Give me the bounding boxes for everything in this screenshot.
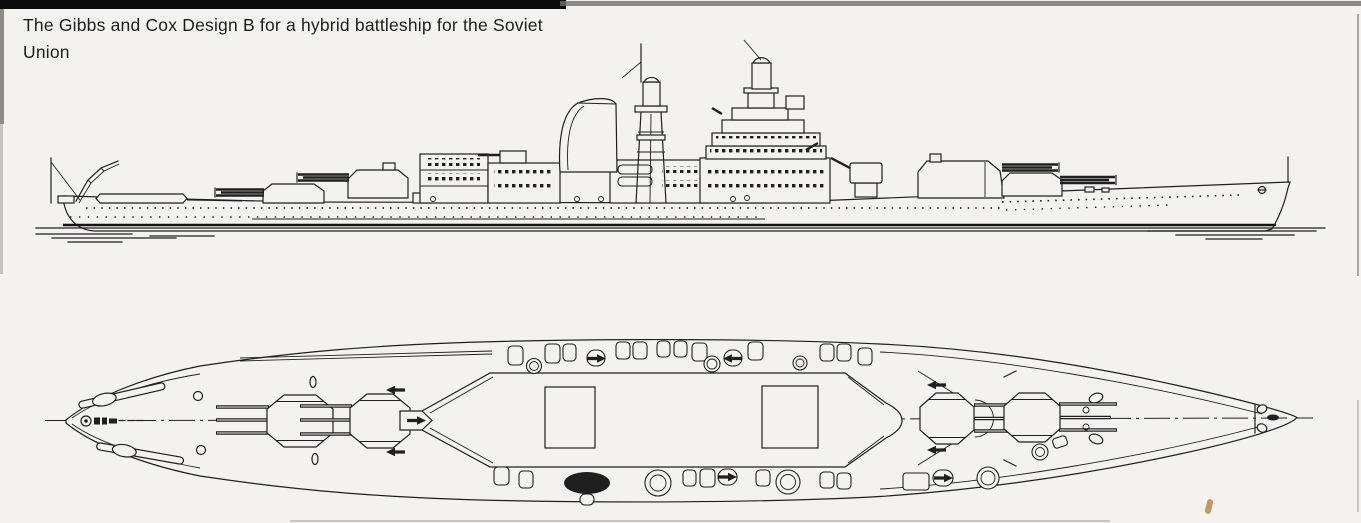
caption-line-2: Union bbox=[23, 42, 70, 62]
figure-caption: The Gibbs and Cox Design B for a hybrid … bbox=[23, 12, 543, 66]
ship-boat-filled bbox=[564, 472, 610, 494]
bow-fittings bbox=[1084, 156, 1289, 195]
mainmast-rangefinder bbox=[642, 81, 661, 107]
porthole-row-bow-lower bbox=[1005, 204, 1171, 211]
boats-port-row bbox=[507, 340, 873, 375]
turret-2-side bbox=[917, 153, 1060, 199]
side-elevation-drawing bbox=[35, 39, 1326, 243]
deck-vent bbox=[311, 452, 319, 466]
boats-starboard-row bbox=[493, 435, 1068, 506]
aa-gun bbox=[805, 141, 819, 152]
boat-arrow-tab bbox=[717, 468, 738, 486]
scan-artifact-bottom-edge bbox=[290, 520, 1110, 522]
deck-davits bbox=[430, 195, 750, 202]
foretop-rangefinder bbox=[751, 62, 772, 90]
gun-tub bbox=[644, 469, 672, 497]
crane-base-starboard bbox=[195, 444, 207, 456]
boat-arrow-tab bbox=[723, 349, 743, 367]
boat-boom bbox=[239, 350, 493, 362]
deck-vent bbox=[309, 375, 317, 389]
bow-details-plan bbox=[1254, 403, 1279, 434]
funnel bbox=[558, 98, 618, 173]
turret-4-side bbox=[214, 183, 325, 204]
water-hatching-stern bbox=[35, 233, 215, 243]
bridge-pagoda bbox=[699, 39, 831, 204]
anchor-hawse bbox=[1256, 404, 1268, 414]
scan-artifact-top-line bbox=[560, 1, 1361, 6]
stern-fittings-plan bbox=[80, 415, 146, 427]
scan-artifact-left-edge bbox=[0, 9, 4, 124]
catapult-port bbox=[78, 382, 166, 409]
boat-arrow-tab bbox=[932, 469, 954, 487]
turret-3-plan bbox=[300, 393, 411, 449]
focsle-details bbox=[1003, 370, 1104, 467]
aa-gun bbox=[711, 106, 723, 116]
mainmast bbox=[621, 43, 668, 204]
turret-1-plan bbox=[1003, 392, 1117, 443]
crane-base-port bbox=[192, 390, 204, 402]
superstructure-deck-plan bbox=[399, 372, 903, 468]
funnel-uptake-aft bbox=[544, 386, 596, 449]
funnel-uptake-forward bbox=[761, 385, 819, 449]
midship-deckhouse bbox=[609, 159, 706, 204]
deck-edge-line-bow-port bbox=[879, 351, 1263, 415]
turret-1-side bbox=[1001, 172, 1117, 197]
plan-view-drawing bbox=[44, 338, 1314, 506]
porthole-row-bow bbox=[1001, 194, 1241, 203]
stern-crane bbox=[50, 157, 120, 204]
secondary-gun-mount bbox=[830, 156, 883, 198]
catapult-starboard bbox=[96, 442, 185, 465]
gun-tub bbox=[775, 469, 801, 495]
turret-3-side bbox=[296, 162, 409, 199]
gun-tub bbox=[976, 466, 1000, 490]
boat-arrow-tab bbox=[586, 349, 606, 367]
anchor-hawse bbox=[1256, 423, 1268, 433]
caption-line-1: The Gibbs and Cox Design B for a hybrid … bbox=[23, 15, 543, 35]
water-hatching-bow bbox=[1147, 230, 1317, 240]
scan-artifact-right-edge-faint bbox=[1357, 400, 1359, 512]
scan-artifact-right-edge bbox=[1357, 14, 1359, 276]
scan-artifact-left-edge-faint bbox=[0, 124, 3, 274]
aft-superstructure bbox=[412, 150, 561, 204]
scan-artifact-top-bar bbox=[0, 0, 566, 9]
stern-catapult-side bbox=[95, 193, 243, 204]
